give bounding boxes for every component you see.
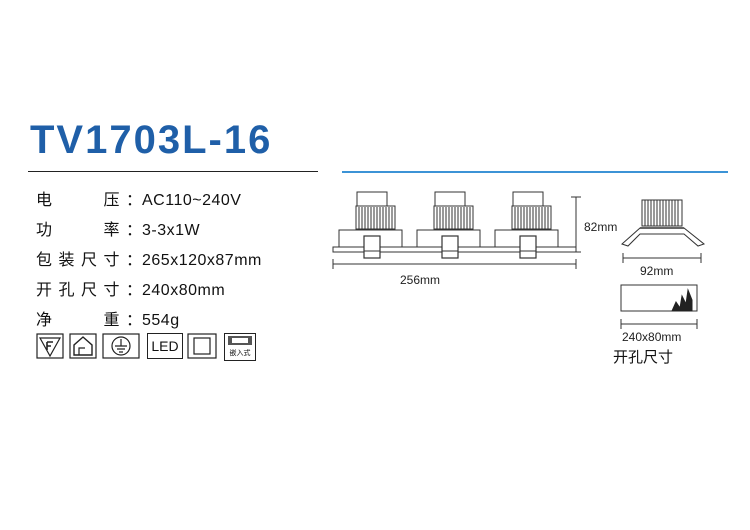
cutout-caption: 开孔尺寸 — [613, 348, 674, 366]
recessed-fixture-icon — [228, 336, 252, 345]
side-width-label: 92mm — [640, 264, 674, 278]
spec-voltage: 电 压：AC110~240V — [36, 189, 241, 211]
height-dimension-label: 82mm — [584, 220, 618, 234]
cutout-view-drawing — [620, 284, 698, 329]
title-underline — [28, 171, 318, 172]
recessed-mount-icon: 嵌入式 — [224, 333, 256, 361]
height-dimension-line — [571, 196, 581, 253]
spec-label: 包装尺寸： — [36, 250, 142, 269]
cutout-dimension-label: 240x80mm — [622, 330, 682, 344]
model-title: TV1703L-16 — [30, 118, 273, 162]
spec-value: AC110~240V — [142, 192, 242, 209]
side-view-drawing — [621, 199, 706, 247]
spec-value: 265x120x87mm — [142, 252, 262, 269]
heatsink-left — [355, 191, 396, 259]
heatsink-right — [511, 191, 552, 259]
indoor-use-icon — [69, 333, 97, 359]
spec-label: 电 压： — [36, 190, 142, 209]
recessed-label: 嵌入式 — [229, 349, 251, 357]
class-ii-insulation-icon — [187, 333, 217, 359]
spec-value: 554g — [142, 312, 180, 329]
spec-value: 240x80mm — [142, 282, 226, 299]
spec-value: 3-3x1W — [142, 222, 201, 239]
spec-label: 开孔尺寸： — [36, 280, 142, 299]
accent-divider — [342, 171, 728, 173]
spec-net-weight: 净 重：554g — [36, 309, 180, 331]
spec-label: 功 率： — [36, 220, 142, 239]
spec-cutout-size: 开孔尺寸：240x80mm — [36, 279, 225, 301]
spec-power: 功 率：3-3x1W — [36, 219, 200, 241]
spec-package-size: 包装尺寸：265x120x87mm — [36, 249, 262, 271]
ground-symbol-icon — [102, 333, 140, 359]
side-width-dimension-line — [622, 253, 702, 263]
f-mark-icon — [36, 333, 64, 359]
spec-label: 净 重： — [36, 310, 142, 329]
width-dimension-label: 256mm — [400, 273, 441, 287]
led-icon: LED — [147, 333, 183, 359]
heatsink-middle — [433, 191, 474, 259]
width-dimension-line — [332, 259, 577, 269]
